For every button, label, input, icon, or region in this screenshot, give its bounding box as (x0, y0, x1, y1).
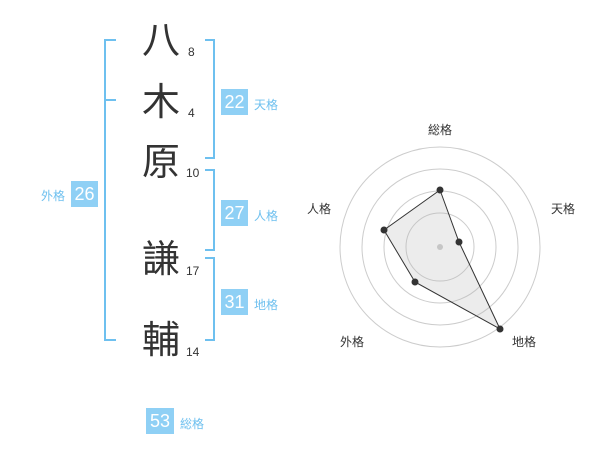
radar-ring-3 (361, 168, 519, 326)
radar-label-chikaku: 地格 (512, 334, 536, 349)
name-char-5: 輔 (141, 318, 180, 362)
gaikaku-bracket (104, 39, 116, 341)
stroke-count-1: 8 (188, 45, 195, 59)
tenkaku-bracket (205, 39, 215, 159)
name-char-4: 謙 (141, 237, 180, 281)
tenkaku-value: 22 (221, 89, 248, 115)
radar-point-gaikaku (411, 278, 419, 286)
stroke-count-4: 17 (186, 264, 200, 278)
chikaku-label: 地格 (254, 298, 279, 312)
jinkaku-label: 人格 (254, 209, 279, 223)
radar-polygon (383, 189, 502, 331)
soukaku-label: 総格 (180, 417, 205, 431)
radar-point-tenkaku (455, 238, 463, 246)
stroke-count-3: 10 (186, 166, 200, 180)
jinkaku-value: 27 (221, 200, 248, 226)
stroke-count-5: 14 (186, 345, 200, 359)
gaikaku-label: 外格 (41, 189, 66, 203)
chikaku-bracket (205, 257, 215, 341)
radar-point-jinkaku (380, 226, 388, 234)
gaikaku-value: 26 (71, 181, 98, 207)
chikaku-value: 31 (221, 289, 248, 315)
radar-ring-4 (339, 146, 541, 348)
name-char-3: 原 (141, 140, 180, 184)
name-char-2: 木 (141, 80, 180, 124)
tenkaku-label: 天格 (254, 98, 279, 112)
stroke-count-2: 4 (188, 106, 195, 120)
name-char-1: 八 (141, 18, 180, 62)
radar-label-gaikaku: 外格 (340, 334, 364, 349)
radar-ring-1 (405, 212, 475, 282)
radar-chart: 総格 天格 地格 外格 人格 (307, 122, 575, 349)
radar-point-soukaku (436, 186, 444, 194)
radar-label-jinkaku: 人格 (307, 201, 331, 216)
radar-center (437, 244, 443, 250)
jinkaku-bracket (205, 169, 215, 251)
soukaku-value: 53 (146, 408, 174, 434)
radar-label-tenkaku: 天格 (551, 201, 575, 216)
radar-label-soukaku: 総格 (428, 122, 452, 137)
radar-point-chikaku (496, 325, 504, 333)
